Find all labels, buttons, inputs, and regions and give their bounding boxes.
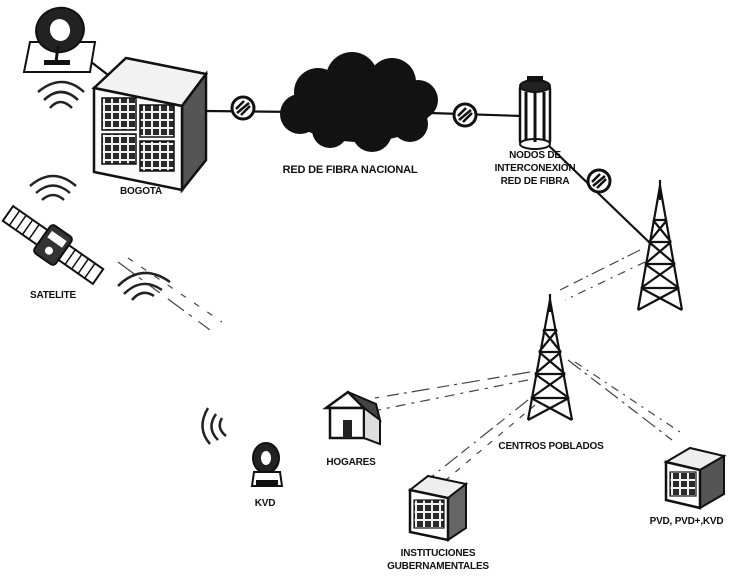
label-nodos-line1: NODOS DE — [509, 150, 561, 161]
label-kvd: KVD — [254, 498, 276, 509]
link-node-tower — [544, 141, 653, 246]
fiber-connector-icon — [230, 95, 256, 121]
kiosk-icon — [663, 446, 727, 510]
label-red-fibra-nacional: RED DE FIBRA NACIONAL — [282, 164, 418, 176]
wifi-signal-icon — [29, 174, 77, 201]
label-nodos-line3: RED DE FIBRA — [500, 176, 570, 187]
wireless-satellite-link — [117, 261, 211, 331]
house-icon — [322, 390, 382, 446]
wireless-tower-hogares — [374, 371, 531, 399]
wifi-signal-icon — [201, 407, 227, 445]
label-instituciones-line2: GUBERNAMENTALES — [387, 561, 489, 572]
satellite-dish-icon — [22, 6, 97, 73]
satellite-icon — [1, 204, 105, 286]
label-satelite: SATELITE — [30, 290, 76, 301]
interconnection-node-icon — [518, 76, 552, 150]
wifi-signal-icon — [117, 271, 171, 301]
government-building-icon — [407, 474, 469, 542]
cloud-icon — [280, 52, 438, 152]
satellite-dish-icon — [250, 442, 284, 487]
label-centros-poblados: CENTROS POBLADOS — [498, 441, 604, 452]
fiber-connector-icon — [452, 102, 478, 128]
label-hogares: HOGARES — [326, 457, 376, 468]
fiber-connector-icon — [586, 168, 612, 194]
label-instituciones-line1: INSTITUCIONES — [400, 548, 476, 559]
cell-tower-icon — [636, 180, 684, 311]
cell-tower-icon — [526, 294, 574, 421]
wireless-tower-pvd — [567, 359, 673, 441]
wireless-tower-instituciones — [429, 399, 529, 479]
label-nodos-line2: INTERCONEXIÓN — [494, 163, 576, 174]
label-pvd: PVD, PVD+,KVD — [649, 516, 724, 527]
label-bogota: BOGOTA — [120, 186, 162, 197]
wifi-signal-icon — [37, 80, 85, 109]
wireless-links — [117, 249, 681, 486]
data-center-icon — [91, 56, 209, 194]
wireless-tower-tower — [559, 249, 641, 291]
